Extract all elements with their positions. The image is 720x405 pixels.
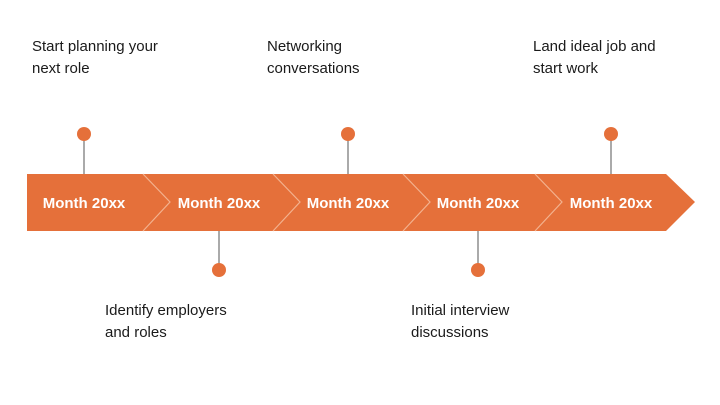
- milestone-caption: Initial interview discussions: [411, 302, 510, 341]
- milestone-dot: [212, 263, 226, 277]
- milestone-dot: [471, 263, 485, 277]
- segment-divider: [534, 173, 563, 232]
- milestone-caption: Identify employers and roles: [105, 302, 227, 341]
- milestone-dot: [604, 127, 618, 141]
- segment-divider: [272, 173, 301, 232]
- segment-label: Month 20xx: [307, 195, 390, 212]
- timeline-arrow-band: [27, 174, 695, 231]
- milestone-dot: [77, 127, 91, 141]
- milestone-caption: Networking conversations: [267, 38, 360, 77]
- segment-label: Month 20xx: [437, 195, 520, 212]
- segment-divider: [142, 173, 171, 232]
- milestone-markers: [77, 127, 618, 277]
- segment-label: Month 20xx: [43, 195, 126, 212]
- milestone-dot: [341, 127, 355, 141]
- segment-divider: [402, 173, 431, 232]
- milestone-caption: Start planning your next role: [32, 38, 158, 77]
- segment-dividers: [142, 173, 563, 232]
- segment-label: Month 20xx: [178, 195, 261, 212]
- milestone-caption: Land ideal job and start work: [533, 38, 656, 77]
- segment-label: Month 20xx: [570, 195, 653, 212]
